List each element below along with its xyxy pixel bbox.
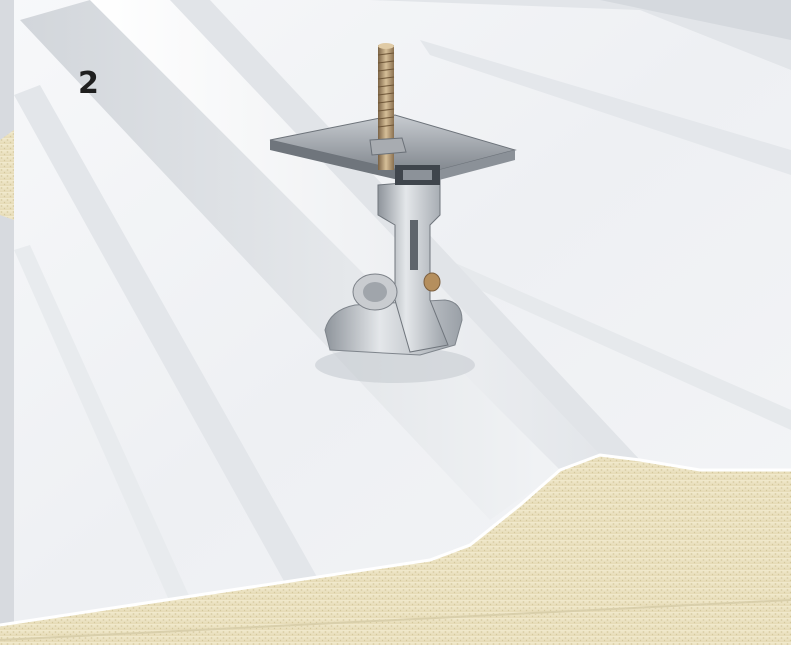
standing-seam-rib xyxy=(20,0,560,520)
step-number-label: 2 xyxy=(78,66,99,101)
foam-core-section xyxy=(0,455,791,645)
